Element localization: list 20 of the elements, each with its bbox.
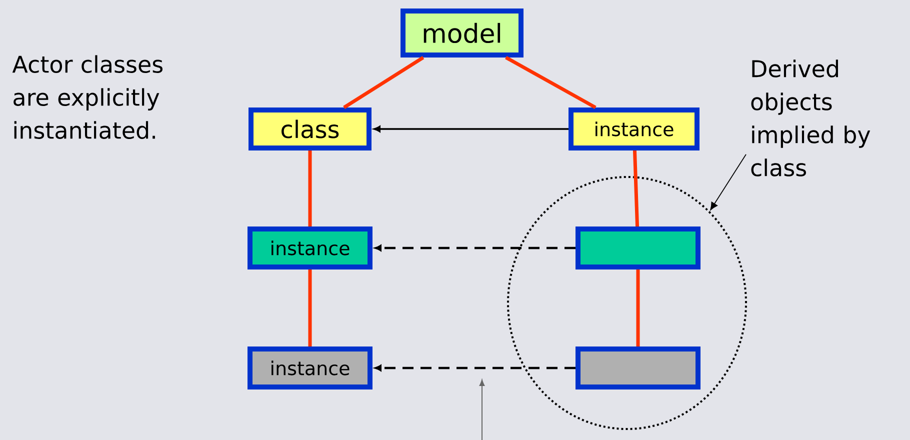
annotation-text: Derived objects implied by class (751, 60, 870, 176)
dotted-region (507, 176, 747, 430)
connector-line (636, 270, 640, 346)
dashed-arrow (374, 364, 576, 372)
connector-line (505, 56, 596, 110)
label-box: model (400, 8, 524, 58)
label-box: instance (248, 346, 372, 390)
empty-box (576, 346, 700, 390)
label-box: instance (248, 226, 372, 270)
empty-box (576, 226, 700, 270)
leader-line (710, 154, 746, 210)
dashed-arrow (374, 244, 576, 252)
annotation-text: Actor classes are explicitly instantiated. (12, 55, 162, 139)
connector-line (308, 270, 312, 346)
connector-line (308, 150, 312, 226)
label-box: class (248, 108, 372, 150)
label-box: instance (568, 108, 700, 150)
arrow (374, 126, 568, 132)
connector-line (632, 150, 640, 227)
connector-line (343, 56, 424, 109)
